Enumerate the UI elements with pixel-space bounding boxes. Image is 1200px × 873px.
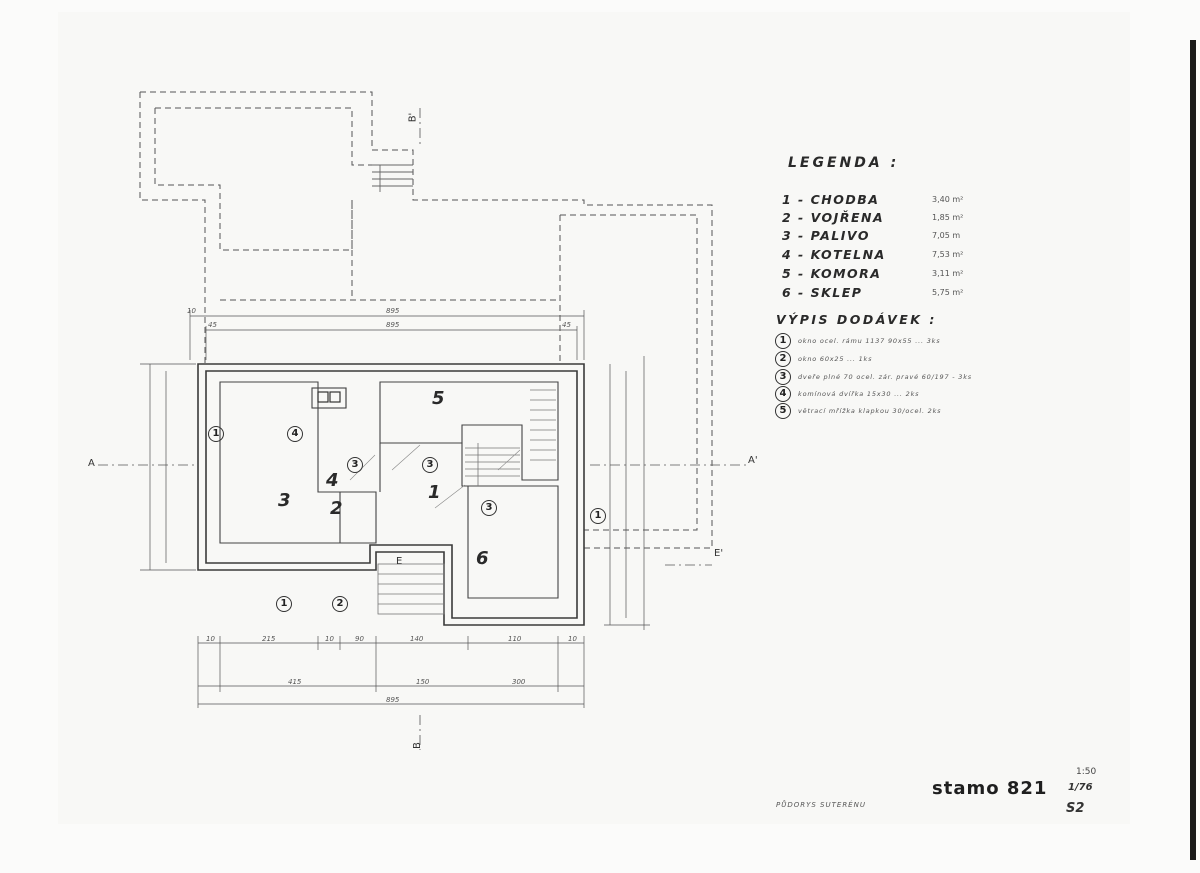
interior-stairs	[465, 389, 556, 486]
section-mark-e-prime: E'	[714, 548, 724, 559]
legend-room-6: 6 - SKLEP	[782, 285, 863, 300]
dim-top-inset-left: 45	[208, 321, 217, 329]
sheet-reference: 1/76	[1068, 782, 1093, 793]
legend-room-5: 5 - KOMORA	[782, 266, 882, 281]
marker-door-3c: 3	[481, 500, 497, 516]
upper-floor-outline	[139, 91, 713, 549]
supply-item-4-text: komínová dvířka 15x30 ... 2ks	[798, 390, 920, 398]
room-number-6: 6	[476, 548, 489, 569]
supply-item-3-number: 3	[775, 369, 791, 385]
dim-bottom-3: 10	[325, 635, 334, 643]
legend-room-2: 2 - VOJŘENA	[782, 210, 885, 225]
marker-window-1-bottom: 1	[276, 596, 292, 612]
section-mark-a: A	[88, 458, 95, 469]
legend-room-6-area: 5,75 m²	[932, 288, 964, 297]
outer-walls	[197, 363, 585, 626]
legend-room-5-area: 3,11 m²	[932, 269, 964, 278]
room-number-3: 3	[278, 490, 291, 511]
dim-bottom-1: 10	[206, 635, 215, 643]
marker-window-1-left: 1	[208, 426, 224, 442]
room-number-2: 2	[330, 498, 343, 519]
sheet-number: S2	[1066, 801, 1085, 816]
drawing-scale: 1:50	[1076, 767, 1097, 777]
dim-bottom-10: 300	[512, 678, 526, 686]
chimney-flues	[317, 391, 341, 403]
dim-bottom-5: 140	[410, 635, 424, 643]
exterior-stairs	[372, 164, 413, 192]
marker-flue-4: 4	[287, 426, 303, 442]
supply-item-3-text: dveře plné 70 ocel. zár. pravé 60/197 - …	[798, 373, 972, 381]
legend-room-4: 4 - KOTELNA	[782, 247, 886, 262]
room-number-5: 5	[432, 388, 445, 409]
supply-item-2-text: okno 60x25 ... 1ks	[798, 355, 873, 363]
supply-item-5-number: 5	[775, 403, 791, 419]
drawing-title: PŮDORYS SUTERÉNU	[776, 801, 866, 809]
marker-window-2-bottom: 2	[332, 596, 348, 612]
dim-bottom-7: 10	[568, 635, 577, 643]
supply-list-title: VÝPIS DODÁVEK :	[776, 312, 937, 327]
dim-bottom-2: 215	[262, 635, 276, 643]
inner-walls	[219, 381, 559, 599]
supply-item-5-text: větrací mřížka klapkou 30/ocel. 2ks	[798, 407, 942, 415]
dim-bottom-8: 415	[288, 678, 302, 686]
supply-item-4-number: 4	[775, 386, 791, 402]
section-mark-e: E	[396, 556, 403, 567]
room-number-4: 4	[326, 470, 339, 491]
supply-item-1-number: 1	[775, 333, 791, 349]
legend-title: LEGENDA :	[788, 155, 900, 171]
legend-room-1: 1 - CHODBA	[782, 192, 880, 207]
scan-edge-bar	[1190, 40, 1196, 860]
brand-stamp: stamo 821	[932, 778, 1048, 799]
dim-top-edge-left: 10	[187, 307, 196, 315]
supply-item-2-number: 2	[775, 351, 791, 367]
legend-room-4-area: 7,53 m²	[932, 250, 964, 259]
section-mark-b: B	[411, 742, 423, 749]
dim-bottom-4: 90	[355, 635, 364, 643]
marker-window-1-right: 1	[590, 508, 606, 524]
marker-door-3b: 3	[422, 457, 438, 473]
legend-room-3: 3 - PALIVO	[782, 228, 870, 243]
legend-room-1-area: 3,40 m²	[932, 195, 964, 204]
section-mark-b-prime: B'	[407, 112, 419, 123]
dim-bottom-overall: 895	[386, 696, 400, 704]
dim-bottom-6: 110	[508, 635, 522, 643]
dim-bottom-9: 150	[416, 678, 430, 686]
legend-room-3-area: 7,05 m	[932, 231, 961, 240]
section-mark-a-prime: A'	[748, 455, 758, 466]
marker-door-3a: 3	[347, 457, 363, 473]
dim-top-overall: 895	[386, 307, 400, 315]
section-lines	[98, 108, 750, 750]
entrance-stairs	[377, 563, 445, 615]
room-number-1: 1	[428, 482, 441, 503]
dimension-lines	[140, 310, 650, 708]
dim-top-inner: 895	[386, 321, 400, 329]
dim-top-inset-right: 45	[562, 321, 571, 329]
legend-room-2-area: 1,85 m²	[932, 213, 964, 222]
supply-item-1-text: okno ocel. rámu 1137 90x55 ... 3ks	[798, 337, 941, 345]
